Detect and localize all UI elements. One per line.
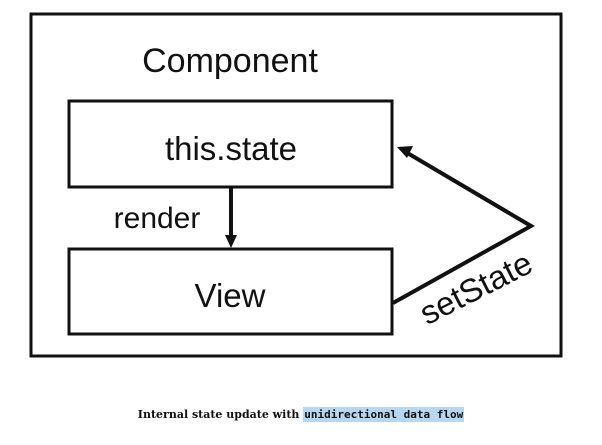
view-box — [67, 247, 394, 336]
state-box-label: this.state — [165, 130, 297, 167]
setstate-arrowhead — [397, 146, 413, 158]
component-diagram: Component this.state View render setStat… — [29, 12, 563, 358]
caption-prefix: Internal state update with — [137, 408, 300, 421]
view-box-label: View — [195, 277, 266, 314]
caption-highlight: unidirectional data flow — [303, 407, 465, 422]
figure-caption: Internal state update with unidirectiona… — [0, 407, 602, 423]
render-arrowhead — [225, 235, 237, 248]
component-box — [29, 12, 563, 358]
state-box — [67, 99, 394, 189]
render-label: render — [114, 202, 201, 235]
component-label: Component — [142, 42, 318, 80]
setstate-arrow — [392, 149, 536, 305]
